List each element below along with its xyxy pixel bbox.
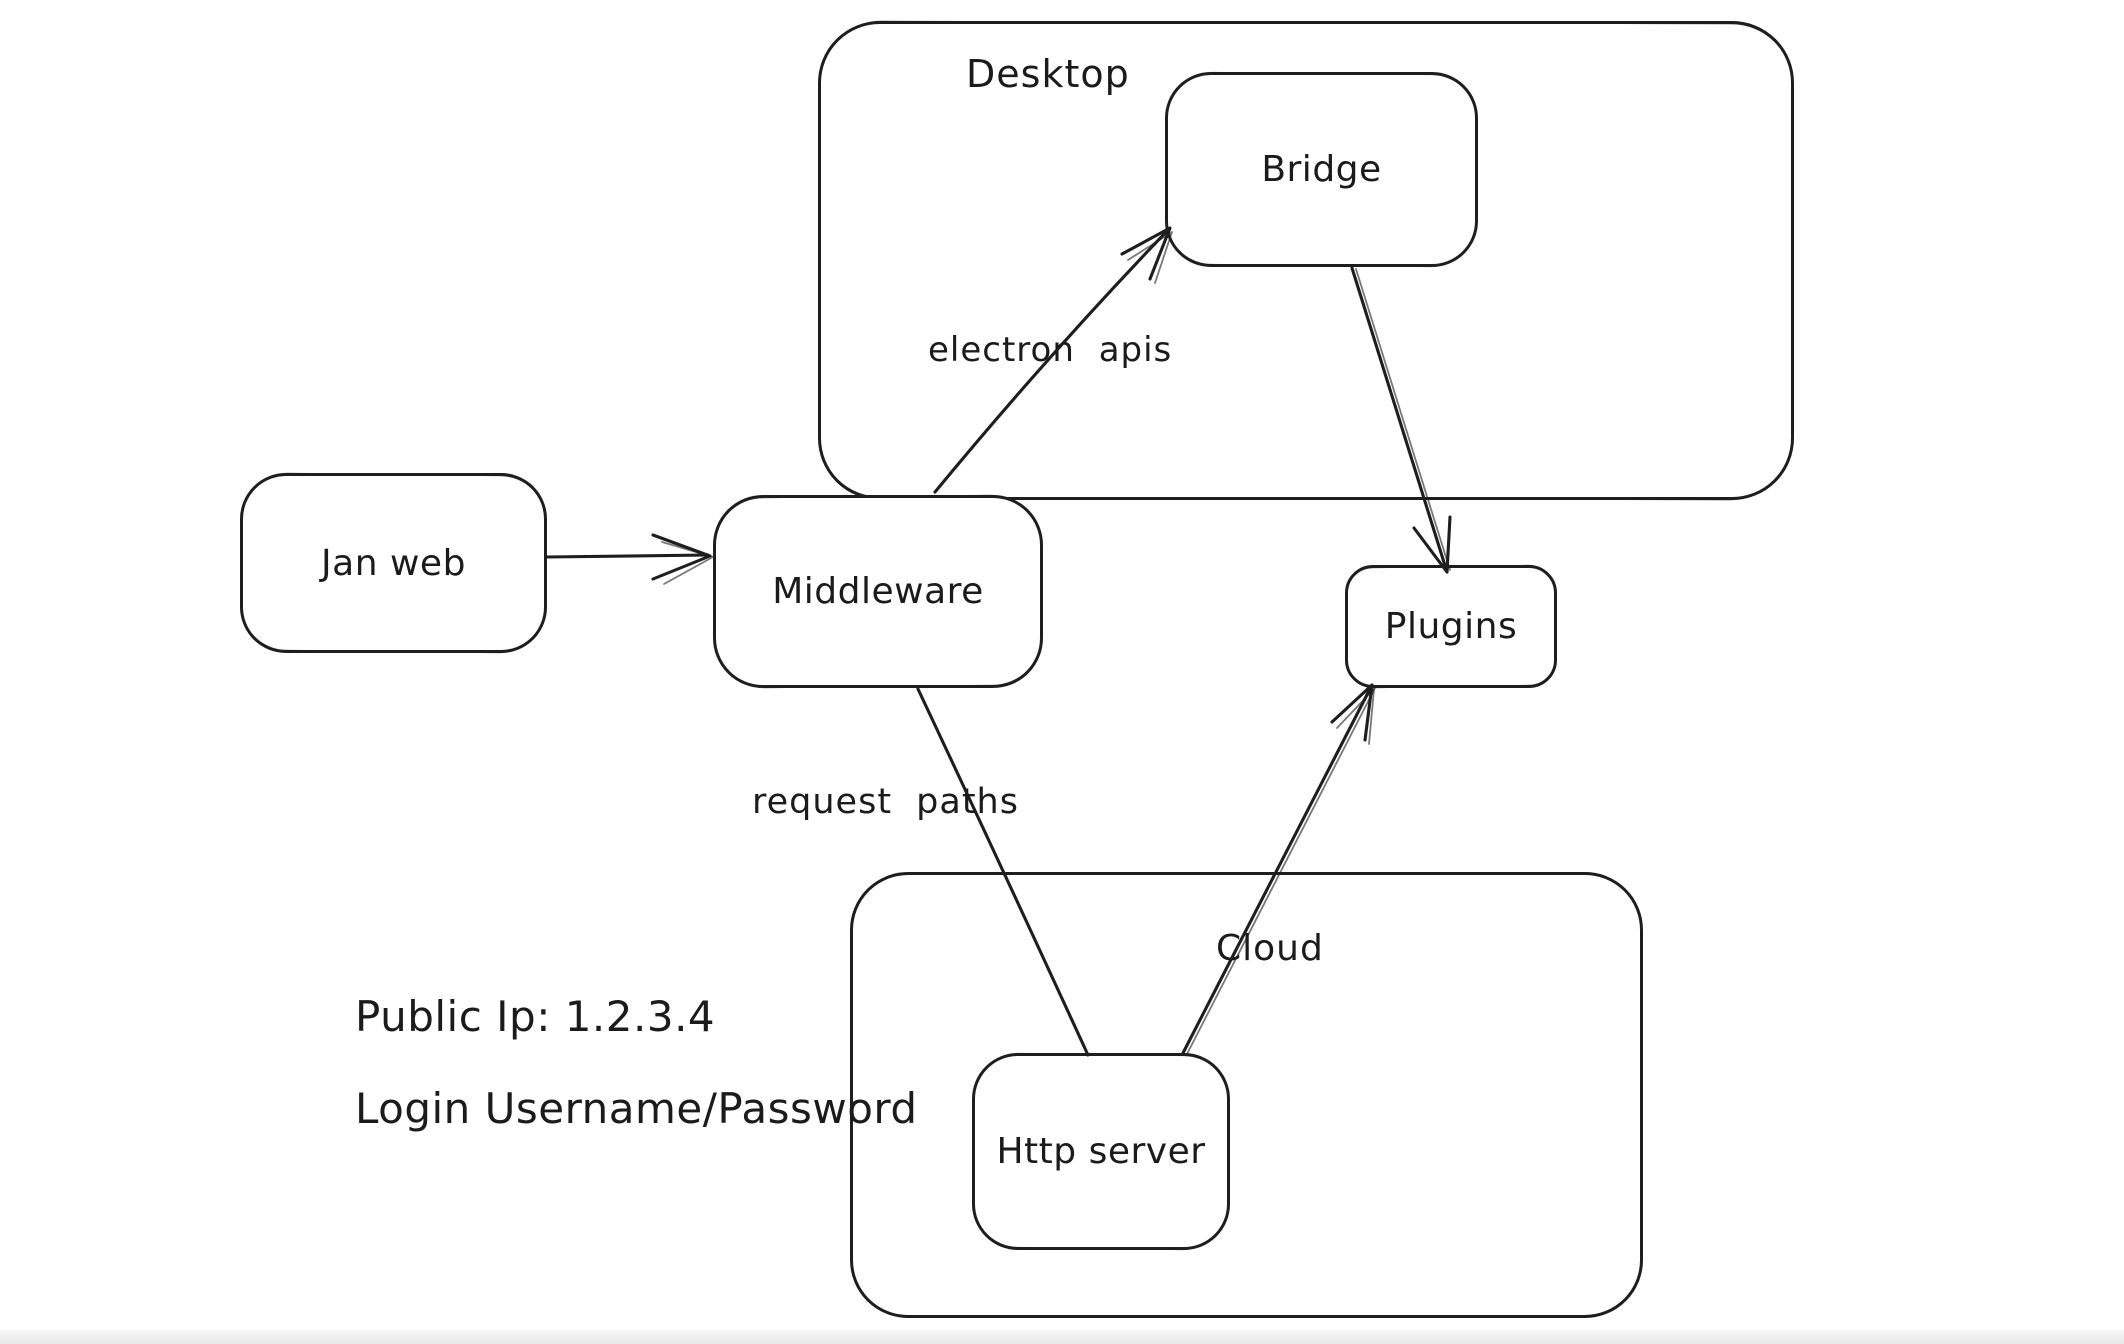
page-bottom-strip	[0, 1330, 2124, 1344]
desktop-container-label: Desktop	[966, 52, 1130, 96]
credentials-annotation[interactable]: Public Ip: 1.2.3.4 Login Username/Passwo…	[355, 952, 918, 1174]
node-middleware[interactable]: Middleware	[713, 495, 1043, 688]
edge-label-electron-apis[interactable]: electron apis	[928, 330, 1173, 370]
node-plugins[interactable]: Plugins	[1345, 565, 1557, 688]
edge-line	[545, 553, 710, 559]
arrowhead-sketch-stroke	[1336, 688, 1375, 745]
public-ip-text: Public Ip: 1.2.3.4	[355, 992, 716, 1041]
arrowhead-sketch-stroke	[1127, 231, 1173, 284]
desktop-container-shape[interactable]	[818, 21, 1794, 500]
edge-label-request-paths[interactable]: request paths	[752, 782, 1019, 822]
node-bridge[interactable]: Bridge	[1165, 72, 1478, 267]
node-jan-web-label: Jan web	[321, 542, 466, 584]
node-bridge-label: Bridge	[1261, 149, 1382, 190]
node-http-server-label: Http server	[996, 1131, 1206, 1172]
arrowhead-sketch-stroke	[661, 541, 714, 585]
edge-line-sketch-stroke	[1186, 687, 1376, 1055]
edge-jan-web-to-middleware[interactable]	[545, 533, 714, 585]
arrowhead	[1330, 683, 1374, 742]
cloud-container-shape[interactable]	[850, 872, 1643, 1318]
node-middleware-label: Middleware	[772, 571, 984, 612]
edge-middleware-to-http-server[interactable]	[916, 687, 1090, 1057]
cloud-container-label: Cloud	[1216, 928, 1324, 969]
edge-http-server-to-plugins[interactable]	[1181, 683, 1376, 1055]
node-http-server[interactable]: Http server	[972, 1053, 1230, 1250]
edge-line	[1350, 266, 1449, 574]
node-plugins-label: Plugins	[1384, 606, 1518, 647]
arrowhead	[1412, 515, 1452, 574]
edge-line	[933, 228, 1170, 494]
edge-middleware-to-bridge[interactable]	[933, 226, 1173, 494]
edge-line-sketch-stroke	[1355, 268, 1451, 571]
login-credentials-text: Login Username/Password	[355, 1084, 918, 1133]
edge-bridge-to-plugins[interactable]	[1350, 266, 1452, 574]
edge-line	[916, 687, 1090, 1057]
edge-line	[1181, 683, 1374, 1055]
node-jan-web[interactable]: Jan web	[240, 473, 547, 653]
arrowhead	[1120, 226, 1172, 281]
